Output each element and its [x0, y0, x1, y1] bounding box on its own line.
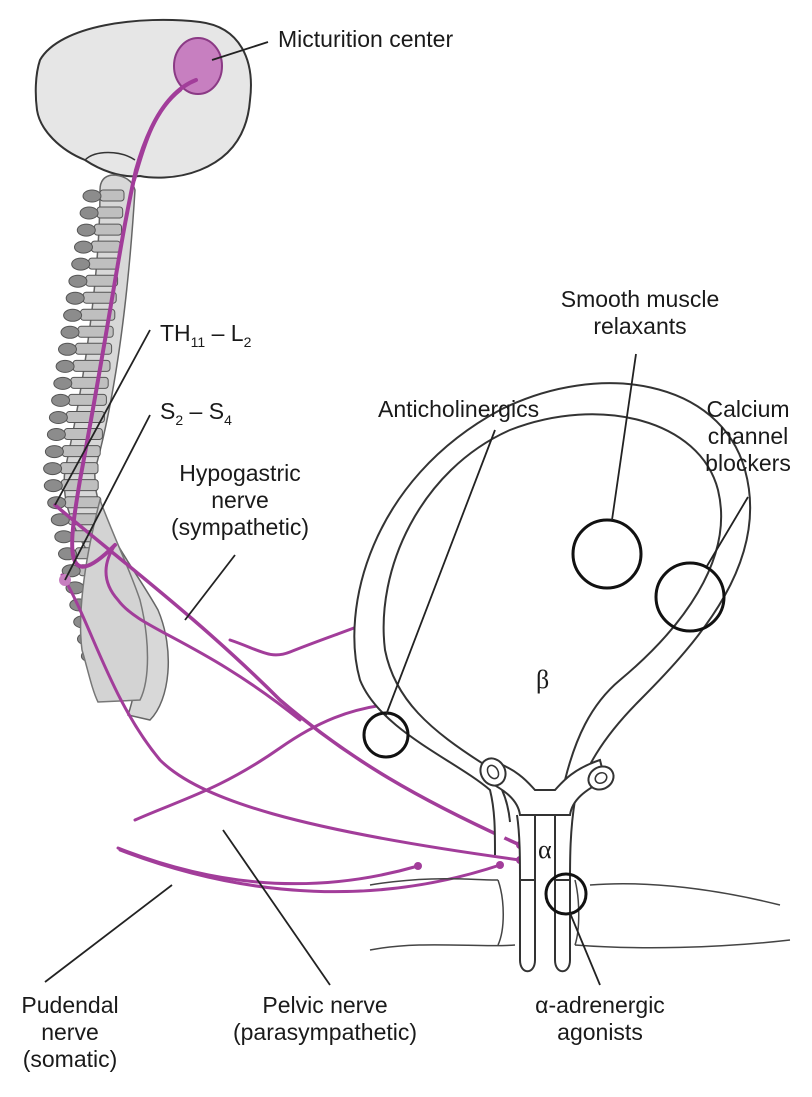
- pelvic-floor-upper-right: [590, 884, 780, 905]
- vertebra: [65, 497, 101, 508]
- spinous-process: [69, 275, 87, 287]
- spinous-process: [44, 463, 62, 475]
- label-th-sub: 11: [191, 334, 206, 350]
- label-pelvic-nerve: Pelvic nerve (parasympathetic): [190, 992, 460, 1046]
- spinous-process: [80, 207, 98, 219]
- label-smooth-muscle-relaxants: Smooth muscle relaxants: [530, 286, 750, 340]
- vertebra: [76, 343, 112, 354]
- spinous-process: [75, 241, 93, 253]
- vertebra: [61, 463, 98, 474]
- label-th-text: TH: [160, 320, 191, 346]
- vertebra: [71, 377, 108, 388]
- vertebra: [97, 207, 123, 218]
- spinous-process: [56, 360, 74, 372]
- spinous-process: [45, 446, 63, 458]
- nerve-end: [414, 862, 422, 870]
- spinous-process: [52, 394, 70, 406]
- spinous-process: [49, 412, 67, 424]
- vertebra: [100, 190, 124, 201]
- label-l-sub: 2: [244, 334, 252, 350]
- label-line: relaxants: [530, 313, 750, 340]
- spinous-process: [44, 480, 62, 492]
- label-line: Smooth muscle: [530, 286, 750, 313]
- label-line: nerve: [150, 487, 330, 514]
- label-line: nerve: [0, 1019, 140, 1046]
- label-line: (somatic): [0, 1046, 140, 1073]
- label-s-text: S: [160, 398, 175, 424]
- label-l-text: – L: [205, 320, 243, 346]
- label-s-sub: 2: [175, 412, 183, 428]
- label-line: channel: [688, 423, 808, 450]
- label-micturition-center: Micturition center: [278, 26, 453, 53]
- label-line: Hypogastric: [150, 460, 330, 487]
- leader-alpha-adrenergic: [570, 913, 600, 985]
- label-anticholinergics: Anticholinergics: [378, 396, 539, 423]
- vertebra: [69, 394, 107, 405]
- label-line: Calcium: [688, 396, 808, 423]
- vertebra: [89, 258, 119, 269]
- label-line: α-adrenergic: [500, 992, 700, 1019]
- vertebra: [94, 224, 121, 235]
- label-line: (sympathetic): [150, 514, 330, 541]
- leader-pelvic: [223, 830, 330, 985]
- label-line: Pudendal: [0, 992, 140, 1019]
- spinous-process: [59, 343, 77, 355]
- spinous-process: [72, 258, 90, 270]
- label-s2-s4: S2 – S4: [160, 398, 232, 434]
- label-hypogastric-nerve: Hypogastric nerve (sympathetic): [150, 460, 330, 541]
- label-line: agonists: [500, 1019, 700, 1046]
- label-th11-l2: TH11 – L2: [160, 320, 251, 356]
- vertebra: [92, 241, 121, 252]
- spinous-process: [83, 190, 101, 202]
- label-alpha-adrenergic-agonists: α-adrenergic agonists: [500, 992, 700, 1046]
- leader-pudendal: [45, 885, 172, 982]
- vertebra: [64, 429, 102, 440]
- anticholinergics-site: [364, 713, 408, 757]
- label-pudendal-nerve: Pudendal nerve (somatic): [0, 992, 140, 1073]
- spinous-process: [55, 531, 73, 543]
- label-line: (parasympathetic): [190, 1019, 460, 1046]
- pelvic-nerve-branch-bladder: [135, 705, 383, 820]
- label-line: blockers: [688, 450, 808, 477]
- spinous-process: [64, 309, 82, 321]
- spinous-process: [47, 429, 65, 441]
- vertebra: [66, 412, 104, 423]
- micturition-center-area: [174, 38, 222, 94]
- pudendal-nerve-sphincter: [120, 850, 500, 892]
- pelvic-floor-lower: [370, 940, 790, 950]
- label-s-dash: – S: [183, 398, 224, 424]
- nerve-end: [496, 861, 504, 869]
- label-alpha: α: [538, 836, 552, 863]
- label-beta: β: [536, 666, 549, 693]
- leader-hypogastric: [185, 555, 235, 620]
- spinous-process: [77, 224, 95, 236]
- spinous-process: [54, 377, 72, 389]
- vertebra: [73, 360, 110, 371]
- spinous-process: [61, 326, 79, 338]
- label-calcium-channel-blockers: Calcium channel blockers: [688, 396, 808, 477]
- label-line: Pelvic nerve: [190, 992, 460, 1019]
- label-s-sub2: 4: [224, 412, 232, 428]
- spinous-process: [66, 292, 84, 304]
